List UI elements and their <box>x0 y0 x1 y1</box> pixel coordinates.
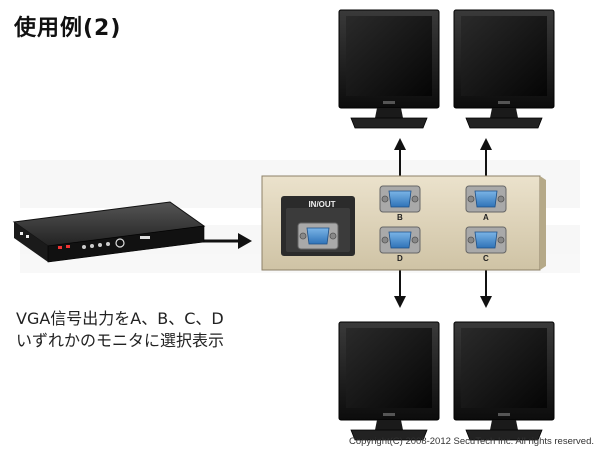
dvr-device <box>12 201 206 263</box>
caption-line-1: VGA信号出力をA、B、C、D <box>16 309 224 328</box>
vga-port-c <box>465 226 507 254</box>
arrow-down-right <box>480 270 492 308</box>
inout-label: IN/OUT <box>308 200 336 209</box>
arrow-down-left <box>394 270 406 308</box>
copyright-text: Copyright(C) 2008-2012 SecuTech Inc. All… <box>348 436 594 447</box>
port-label-d: D <box>397 254 403 263</box>
vga-port-d <box>379 226 421 254</box>
arrow-up-right <box>480 138 492 176</box>
monitor-top-left <box>338 9 440 129</box>
vga-port-a <box>465 185 507 213</box>
port-label-b: B <box>397 213 403 222</box>
monitor-bottom-left <box>338 321 440 441</box>
caption: VGA信号出力をA、B、C、D いずれかのモニタに選択表示 <box>16 308 224 352</box>
arrow-up-left <box>394 138 406 176</box>
vga-port-b <box>379 185 421 213</box>
caption-line-2: いずれかのモニタに選択表示 <box>16 331 225 350</box>
monitor-bottom-right <box>453 321 555 441</box>
port-label-a: A <box>483 213 489 222</box>
arrow-right <box>200 233 252 249</box>
page-title: 使用例(2) <box>14 16 122 41</box>
monitor-top-right <box>453 9 555 129</box>
port-label-c: C <box>483 254 489 263</box>
vga-port-input <box>297 222 339 250</box>
